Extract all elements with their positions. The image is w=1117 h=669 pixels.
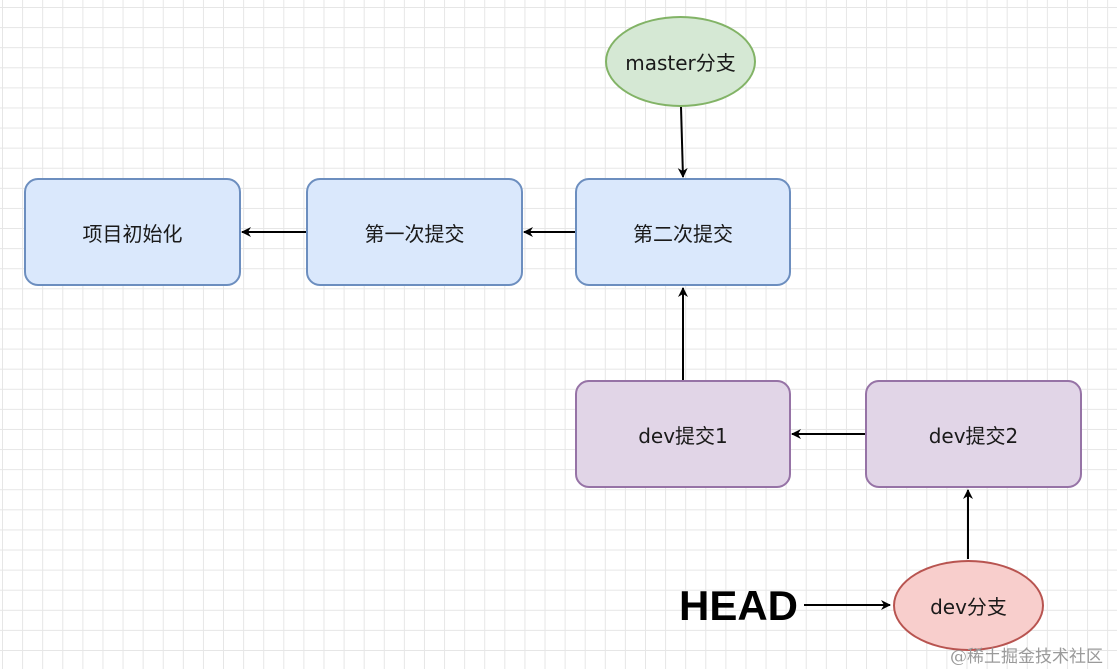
edge-master-to-commit2 bbox=[677, 106, 688, 178]
node-dev-commit-1-label: dev提交1 bbox=[638, 423, 728, 448]
node-dev-commit-2[interactable]: dev提交2 bbox=[865, 380, 1082, 488]
node-first-commit-label: 第一次提交 bbox=[364, 221, 465, 246]
node-second-commit-label: 第二次提交 bbox=[633, 221, 733, 246]
watermark: @稀土掘金技术社区 bbox=[950, 647, 1103, 667]
node-master-branch[interactable]: master分支 bbox=[605, 16, 756, 107]
node-second-commit[interactable]: 第二次提交 bbox=[575, 178, 791, 286]
node-dev-commit-2-label: dev提交2 bbox=[928, 423, 1019, 448]
node-project-init[interactable]: 项目初始化 bbox=[24, 178, 241, 286]
head-pointer-label[interactable]: HEAD bbox=[679, 582, 799, 629]
node-dev-branch-label: dev分支 bbox=[930, 595, 1007, 619]
node-project-init-label: 项目初始化 bbox=[82, 221, 183, 246]
node-dev-commit-1[interactable]: dev提交1 bbox=[575, 380, 791, 488]
node-dev-branch[interactable]: dev分支 bbox=[893, 560, 1044, 651]
node-master-branch-label: master分支 bbox=[625, 51, 736, 75]
node-first-commit[interactable]: 第一次提交 bbox=[306, 178, 523, 286]
